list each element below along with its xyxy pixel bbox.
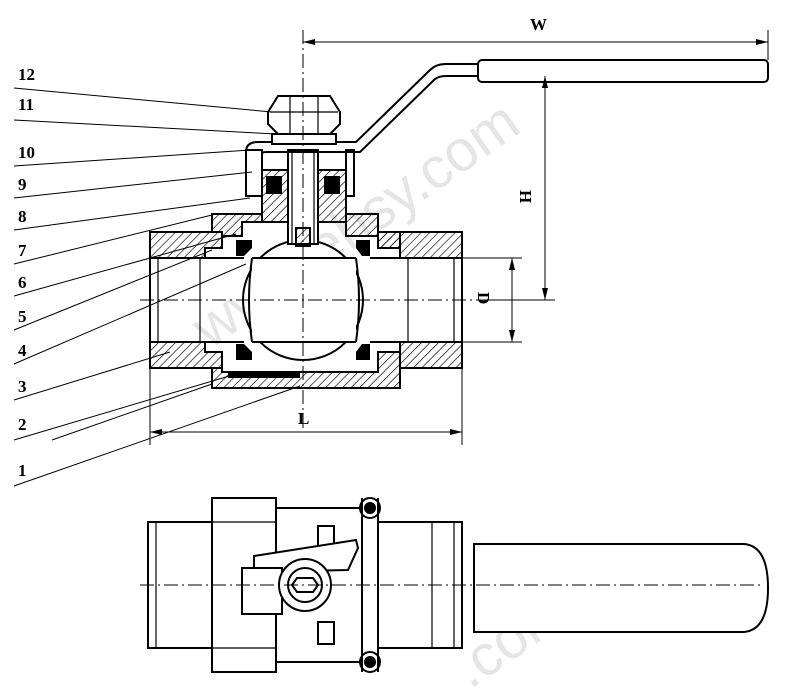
dimension-lines: W H D L	[149, 15, 769, 445]
seat-upper-right	[356, 240, 370, 256]
left-end-cap-top	[149, 231, 223, 259]
seat-upper-left	[236, 240, 252, 256]
part-label-9: 9	[18, 175, 27, 194]
front-section-view	[140, 30, 769, 430]
part-label-8: 8	[18, 207, 27, 226]
part-label-12: 12	[18, 65, 35, 84]
right-end-bottom	[399, 341, 463, 369]
handle-nut	[267, 95, 341, 135]
part-label-2: 2	[18, 415, 27, 434]
dim-d-label: D	[474, 292, 493, 304]
top-plan-view	[140, 497, 770, 673]
dim-w-label: W	[530, 15, 547, 34]
part-label-1: 1	[18, 461, 27, 480]
lever-grip	[477, 59, 769, 83]
plan-lever-grip	[473, 543, 770, 633]
seat-lower-left	[236, 344, 252, 360]
right-end-top	[377, 231, 463, 259]
dim-h-label: H	[516, 190, 535, 203]
body-top-left	[211, 213, 263, 237]
part-label-6: 6	[18, 273, 27, 292]
part-label-4: 4	[18, 341, 27, 360]
part-label-7: 7	[18, 241, 27, 260]
body-bottom	[211, 351, 401, 389]
part-label-11: 11	[18, 95, 34, 114]
part-label-10: 10	[18, 143, 35, 162]
body-gasket	[228, 372, 300, 378]
part-label-3: 3	[18, 377, 27, 396]
plan-left-end	[147, 521, 213, 649]
part-label-5: 5	[18, 307, 27, 326]
dim-l-label: L	[298, 409, 309, 428]
part-callouts: 12 11 10 9 8 7 6 5 4 3 2 1	[13, 65, 301, 487]
seat-lower-right	[356, 344, 370, 360]
